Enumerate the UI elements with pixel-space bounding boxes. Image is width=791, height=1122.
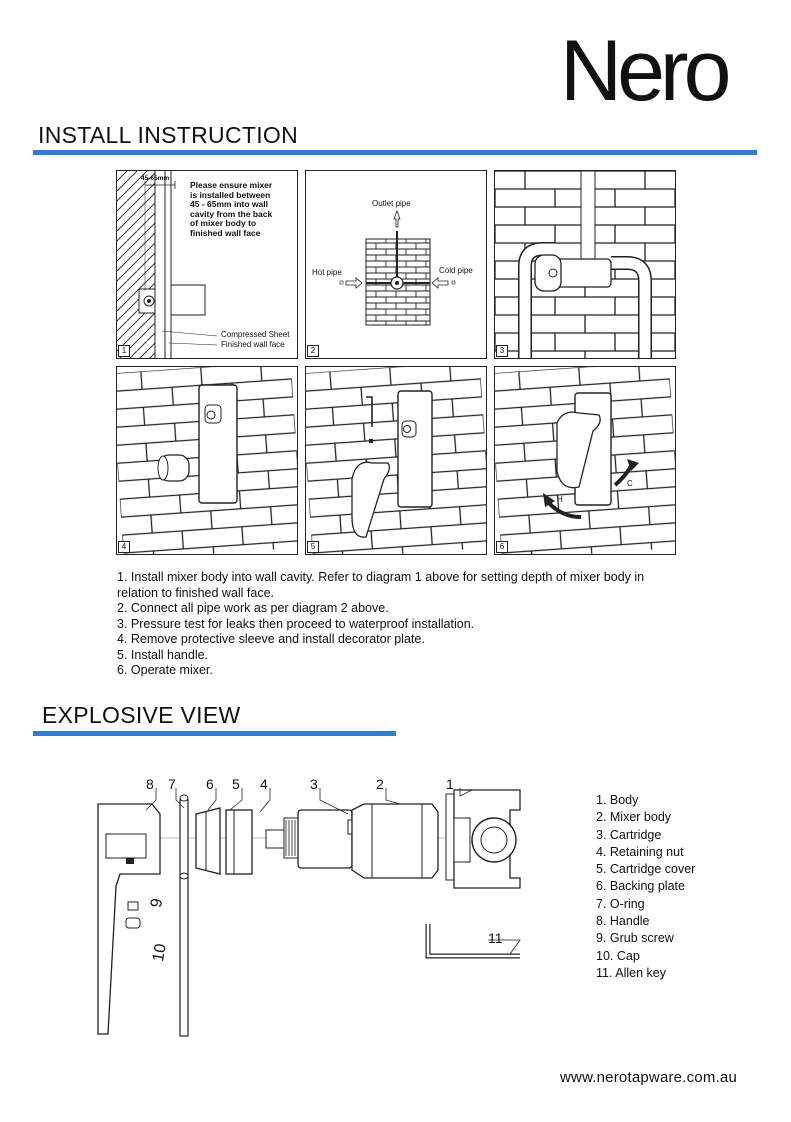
legend-item: 7. O-ring <box>596 896 645 911</box>
explosive-title: EXPLOSIVE VIEW <box>42 702 241 728</box>
panel-number-1: 1 <box>118 345 130 357</box>
panel6-label-c: C <box>627 479 633 488</box>
callout-10: 10 <box>150 942 170 963</box>
legend-item: 9. Grub screw <box>596 931 674 946</box>
legend-item: 6. Backing plate <box>596 879 685 894</box>
install-steps: 1. Install mixer body into wall cavity. … <box>117 570 657 679</box>
legend-item: 2. Mixer body <box>596 810 672 825</box>
step-line: 5. Install handle. <box>117 647 209 662</box>
install-diagram-3: 3 <box>494 170 676 359</box>
panel-number-3: 3 <box>496 345 508 357</box>
panel1-dimension: 45-65mm <box>141 175 170 182</box>
legend-item: 10. Cap <box>596 948 640 963</box>
callout-4: 4 <box>260 776 268 792</box>
callout-3: 3 <box>310 776 318 792</box>
install-title: INSTALL INSTRUCTION <box>38 122 299 148</box>
callout-5: 5 <box>232 776 240 792</box>
website-url: www.nerotapware.com.au <box>560 1069 737 1086</box>
step-line: 4. Remove protective sleeve and install … <box>117 632 425 646</box>
panel1-note: Please ensure mixer is installed between… <box>190 180 273 238</box>
brand-logo: Nero <box>560 23 731 119</box>
panel1-label-compressed: Compressed Sheet <box>221 330 290 339</box>
panel2-label-cold: Cold pipe <box>439 266 473 275</box>
step-line: 1. Install mixer body into wall cavity. … <box>117 570 645 584</box>
callout-11: 11 <box>488 930 503 946</box>
legend-item: 4. Retaining nut <box>596 844 684 859</box>
legend-item: 1. Body <box>596 793 639 807</box>
parts-legend: 1. Body 2. Mixer body 3. Cartridge 4. Re… <box>596 792 695 982</box>
legend-item: 3. Cartridge <box>596 827 662 842</box>
callout-1: 1 <box>446 776 454 792</box>
install-diagram-2: Outlet pipe Hot pipe Cold pipe 2 <box>305 170 487 359</box>
callout-8: 8 <box>146 776 154 792</box>
legend-item: 8. Handle <box>596 914 650 929</box>
panel-number-2: 2 <box>307 345 319 357</box>
panel2-label-hot: Hot pipe <box>312 268 342 277</box>
step-line: 2. Connect all pipe work as per diagram … <box>117 601 389 615</box>
panel6-label-h: H <box>557 495 563 504</box>
legend-item: 5. Cartridge cover <box>596 862 696 877</box>
exploded-diagram: 8 7 6 5 4 3 2 1 11 9 10 <box>90 770 530 1040</box>
panel-number-5: 5 <box>307 541 319 553</box>
install-diagram-5: 5 <box>305 366 487 555</box>
legend-item: 11. Allen key <box>596 965 666 980</box>
step-line: 3. Pressure test for leaks then proceed … <box>117 616 475 631</box>
install-diagram-6: H C 6 <box>494 366 676 555</box>
callout-7: 7 <box>168 776 176 792</box>
callout-2: 2 <box>376 776 384 792</box>
explosive-title-rule <box>33 731 396 736</box>
install-diagram-4: 4 <box>116 366 298 555</box>
panel2-label-outlet: Outlet pipe <box>372 199 411 208</box>
callout-6: 6 <box>206 776 214 792</box>
panel1-label-finished: Finished wall face <box>221 340 285 349</box>
step-line: 6. Operate mixer. <box>117 663 213 677</box>
install-title-rule <box>33 150 757 155</box>
step-line: relation to finished wall face. <box>117 585 275 600</box>
install-diagram-1: 45-65mm Please ensure mixer is installed… <box>116 170 298 359</box>
panel-number-4: 4 <box>118 541 130 553</box>
panel-number-6: 6 <box>496 541 508 553</box>
